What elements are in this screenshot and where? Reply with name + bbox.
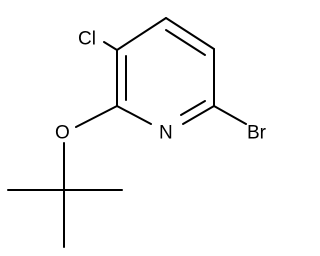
bond-c6-n1-inner bbox=[180, 100, 206, 116]
atom-label-cl: Cl bbox=[78, 29, 96, 50]
atom-label-n: N bbox=[159, 123, 173, 144]
bond-c4-c5 bbox=[165, 17, 215, 50]
atom-label-o: O bbox=[55, 123, 70, 144]
bond-c4-c5-inner bbox=[165, 29, 206, 56]
molecule-structure: Cl O N Br bbox=[7, 17, 267, 248]
atom-label-br: Br bbox=[247, 123, 267, 144]
bond-c3-cl bbox=[103, 41, 118, 51]
bond-n1-c2 bbox=[116, 105, 152, 125]
bond-c2-o bbox=[75, 105, 118, 128]
bond-c6-br bbox=[213, 105, 247, 125]
bond-c6-n1 bbox=[182, 105, 215, 125]
bond-c3-c4 bbox=[116, 17, 167, 51]
